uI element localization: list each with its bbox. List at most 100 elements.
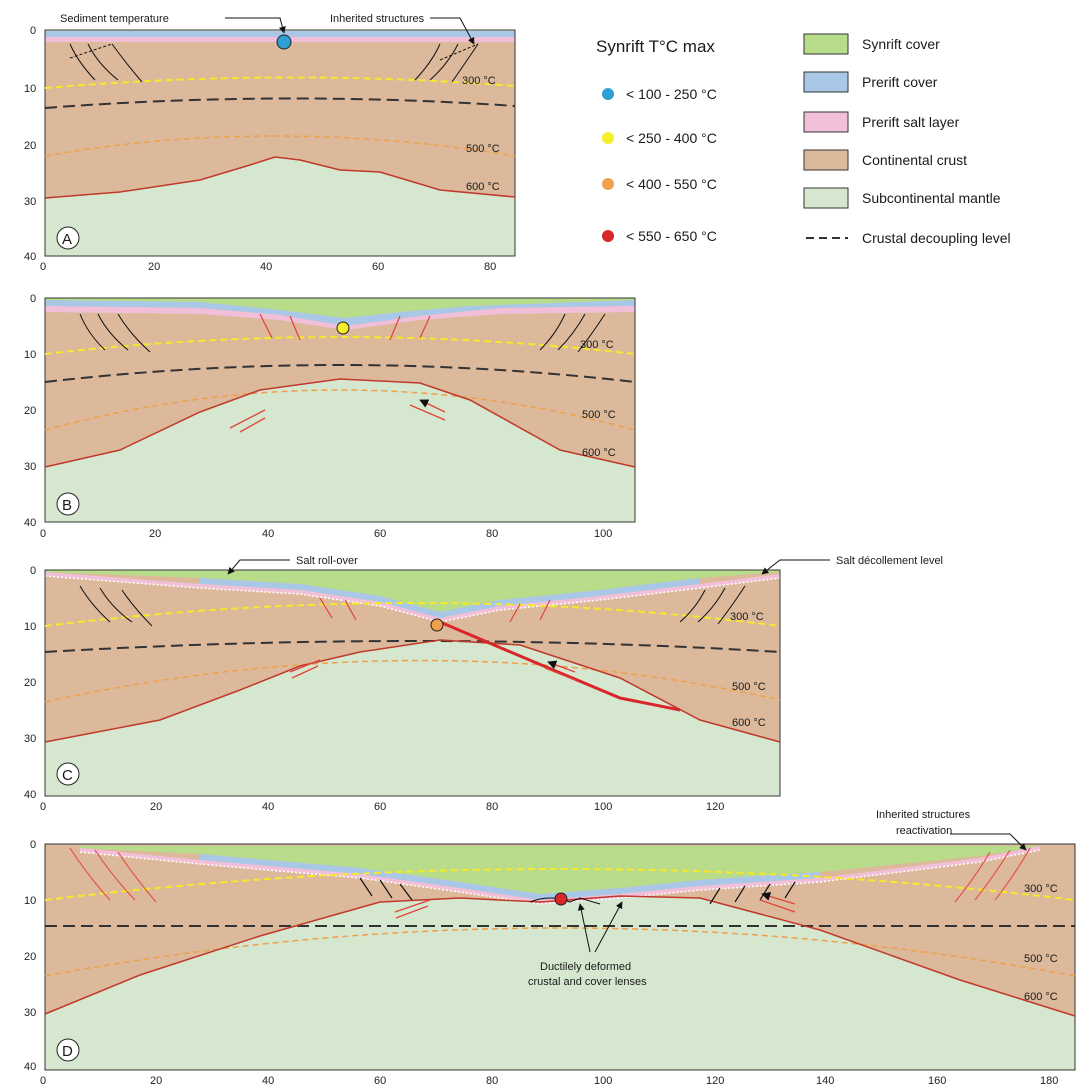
x-tick: 160 (928, 1075, 946, 1087)
x-tick: 40 (260, 261, 272, 273)
x-tick: 20 (150, 801, 162, 813)
panel-b-y-ticks: 0 10 20 30 40 (24, 293, 36, 529)
isotherm-500-label-b: 500 °C (582, 409, 616, 421)
annotation-salt-rollover: Salt roll-over (296, 555, 358, 567)
x-tick: 80 (484, 261, 496, 273)
panel-c-label: C (56, 762, 80, 786)
legend-unit-label: Subcontinental mantle (862, 190, 1001, 206)
y-tick: 10 (24, 349, 36, 361)
reactivation-arrow (950, 833, 1027, 851)
panel-d-x-ticks: 0 20 40 60 80 100 120 140 160 180 (40, 1075, 1058, 1087)
y-tick: 10 (24, 895, 36, 907)
y-tick: 0 (30, 25, 36, 37)
x-tick: 40 (262, 1075, 274, 1087)
isotherm-300-label-d: 300 °C (1024, 883, 1058, 895)
x-tick: 20 (148, 261, 160, 273)
annotation-salt-decollement: Salt décollement level (836, 555, 943, 567)
x-tick: 0 (40, 261, 46, 273)
x-tick: 60 (372, 261, 384, 273)
x-tick: 120 (706, 1075, 724, 1087)
legend-temp-title: Synrift T°C max (596, 37, 715, 56)
isotherm-500-label-d: 500 °C (1024, 953, 1058, 965)
panel-a-x-ticks: 0 20 40 60 80 (40, 261, 496, 273)
isotherm-600-label-d: 600 °C (1024, 991, 1058, 1003)
y-tick: 10 (24, 83, 36, 95)
sediment-temp-arrow (225, 17, 286, 34)
salt-decollement-arrow (761, 559, 830, 575)
y-tick: 40 (24, 517, 36, 529)
inherited-structures-arrow (430, 17, 475, 45)
x-tick: 180 (1040, 1075, 1058, 1087)
legend-temp-label: < 550 - 650 °C (626, 228, 717, 244)
x-tick: 100 (594, 1075, 612, 1087)
x-tick: 60 (374, 1075, 386, 1087)
y-tick: 30 (24, 733, 36, 745)
isotherm-600-label-b: 600 °C (582, 447, 616, 459)
x-tick: 80 (486, 528, 498, 540)
x-tick: 40 (262, 801, 274, 813)
annotation-inherited-structures: Inherited structures (330, 13, 425, 25)
annotation-reactivation: reactivation (896, 825, 952, 837)
panel-c-section (44, 569, 781, 797)
y-tick: 40 (24, 1061, 36, 1073)
legend-temp-label: < 250 - 400 °C (626, 130, 717, 146)
y-tick: 0 (30, 565, 36, 577)
x-tick: 140 (816, 1075, 834, 1087)
isotherm-300-label-c: 300 °C (730, 611, 764, 623)
isotherm-500-label-a: 500 °C (466, 143, 500, 155)
y-tick: 30 (24, 461, 36, 473)
legend-temp-item: < 250 - 400 °C (602, 130, 717, 146)
panel-d-section (44, 843, 1076, 1071)
x-tick: 20 (149, 528, 161, 540)
isotherm-300-label-a: 300 °C (462, 75, 496, 87)
salt-rollover-arrow (227, 559, 290, 575)
legend-unit-item: Prerift cover (803, 71, 938, 93)
annotation-ductile-lenses-2: crustal and cover lenses (528, 976, 647, 988)
synrift-temp-marker-d (554, 892, 568, 906)
panel-c-letter: C (62, 767, 73, 784)
isotherm-600-label-c: 600 °C (732, 717, 766, 729)
legend-unit-item: Prerift salt layer (803, 111, 960, 133)
x-tick: 60 (374, 801, 386, 813)
legend-unit-label: Prerift cover (862, 74, 938, 90)
legend-unit-label: Prerift salt layer (862, 114, 960, 130)
x-tick: 20 (150, 1075, 162, 1087)
legend-unit-item: Synrift cover (803, 33, 940, 55)
panel-d-letter: D (62, 1043, 73, 1060)
annotation-ductile-lenses-1: Ductilely deformed (540, 961, 631, 973)
legend-unit-label: Crustal decoupling level (862, 230, 1011, 246)
legend-unit-label: Synrift cover (862, 36, 940, 52)
y-tick: 0 (30, 839, 36, 851)
panel-c: Salt roll-over Salt décollement level 30… (24, 555, 943, 813)
lenses-arrow-right (594, 901, 623, 953)
synrift-temp-marker-c (430, 618, 444, 632)
panel-a-letter: A (62, 231, 72, 248)
annotation-sediment-temperature: Sediment temperature (60, 13, 169, 25)
synrift-temp-marker-b (336, 321, 350, 335)
legend-unit-item: Crustal decoupling level (806, 230, 1011, 246)
panel-d-label: D (56, 1038, 80, 1062)
x-tick: 120 (706, 801, 724, 813)
legend-temp-label: < 400 - 550 °C (626, 176, 717, 192)
x-tick: 40 (262, 528, 274, 540)
panel-c-x-ticks: 0 20 40 60 80 100 120 (40, 801, 724, 813)
panel-a-label: A (56, 226, 80, 250)
panel-d: Inherited structures reactivation Ductil… (24, 809, 1076, 1087)
legend-unit-label: Continental crust (862, 152, 967, 168)
isotherm-500-label-c: 500 °C (732, 681, 766, 693)
y-tick: 20 (24, 405, 36, 417)
panel-b-section (44, 297, 636, 523)
y-tick: 20 (24, 951, 36, 963)
x-tick: 0 (40, 1075, 46, 1087)
x-tick: 60 (374, 528, 386, 540)
isotherm-300-label-b: 300 °C (580, 339, 614, 351)
y-tick: 30 (24, 196, 36, 208)
legend: Synrift T°C max < 100 - 250 °C < 250 - 4… (596, 33, 1011, 246)
legend-temp-item: < 100 - 250 °C (602, 86, 717, 102)
panel-b-letter: B (62, 497, 72, 514)
legend-unit-item: Subcontinental mantle (803, 187, 1001, 209)
lenses-arrow-left (577, 903, 591, 953)
x-tick: 80 (486, 1075, 498, 1087)
y-tick: 0 (30, 293, 36, 305)
x-tick: 100 (594, 801, 612, 813)
